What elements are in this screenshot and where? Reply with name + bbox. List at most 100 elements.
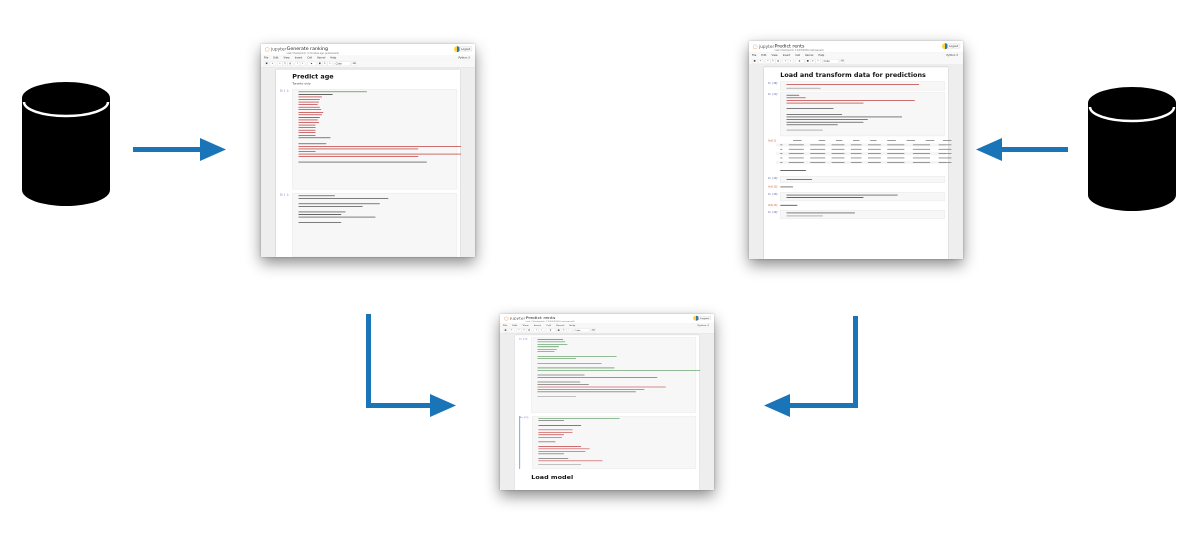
logout-button[interactable]: Logout xyxy=(947,43,961,49)
menu-insert[interactable]: Insert xyxy=(294,56,303,60)
code-cell[interactable]: In [10]: xyxy=(768,81,946,91)
restart-icon[interactable]: ↻ xyxy=(810,59,816,64)
notebook-header: ◯ jupyter Generate ranking Last Checkpoi… xyxy=(261,44,475,56)
menu-view[interactable]: View xyxy=(283,56,290,60)
cell-prompt: In [10]: xyxy=(768,82,779,85)
cell-type-select[interactable]: Code xyxy=(822,59,839,64)
add-cell-icon[interactable]: + xyxy=(757,59,764,64)
move-down-icon[interactable]: ↓ xyxy=(538,328,545,333)
menu-file[interactable]: File xyxy=(263,56,269,60)
add-cell-icon[interactable]: + xyxy=(269,61,276,66)
cell-type-select[interactable]: Code xyxy=(334,61,351,66)
keyboard-icon[interactable]: ⌨ xyxy=(839,59,845,64)
restart-icon[interactable]: ↻ xyxy=(322,61,328,66)
code-editor[interactable] xyxy=(780,92,946,137)
fast-forward-icon[interactable]: » xyxy=(815,59,821,64)
cut-icon[interactable]: ✂ xyxy=(516,328,522,333)
elbow-arrow-left-to-bottom xyxy=(366,314,456,417)
menu-help[interactable]: Help xyxy=(569,324,576,327)
code-cell[interactable]: In [11]: xyxy=(768,92,946,137)
code-editor[interactable] xyxy=(292,193,458,257)
fast-forward-icon[interactable]: » xyxy=(566,328,572,333)
cell-prompt: In [13]: xyxy=(768,193,779,196)
output-prompt: Out[12]: xyxy=(768,185,779,189)
code-editor[interactable] xyxy=(531,337,701,413)
logout-button[interactable]: Logout xyxy=(698,316,712,320)
paste-icon[interactable]: ▤ xyxy=(287,61,293,66)
code-editor[interactable] xyxy=(780,210,946,219)
menu-help[interactable]: Help xyxy=(330,56,337,60)
menu-edit[interactable]: Edit xyxy=(761,53,767,57)
markdown-heading: Load model xyxy=(531,474,574,481)
restart-icon[interactable]: ↻ xyxy=(561,328,567,333)
kernel-badge: Python 3 xyxy=(697,324,709,327)
notebook-title[interactable]: Generate ranking xyxy=(286,46,328,52)
copy-icon[interactable]: ⎘ xyxy=(521,328,527,333)
menu-file[interactable]: File xyxy=(751,53,757,57)
cut-icon[interactable]: ✂ xyxy=(277,61,283,66)
copy-icon[interactable]: ⎘ xyxy=(282,61,288,66)
code-editor[interactable] xyxy=(532,416,697,469)
cell-prompt: In [ ]: xyxy=(280,90,290,93)
paste-icon[interactable]: ▤ xyxy=(526,328,532,333)
code-cell[interactable]: In [14]: xyxy=(768,210,946,219)
fast-forward-icon[interactable]: » xyxy=(327,61,333,66)
code-editor[interactable] xyxy=(780,176,946,183)
stop-icon[interactable]: ■ xyxy=(556,328,562,333)
code-editor[interactable] xyxy=(292,89,462,190)
menu-help[interactable]: Help xyxy=(818,53,825,57)
save-icon[interactable]: ■ xyxy=(263,61,270,66)
menu-view[interactable]: View xyxy=(522,324,529,327)
code-cell[interactable]: In [13]: xyxy=(768,192,946,202)
code-cell[interactable]: In [ ]: xyxy=(280,89,462,190)
run-button[interactable]: ▶ xyxy=(546,328,556,333)
keyboard-icon[interactable]: ⌨ xyxy=(590,328,596,333)
menu-insert[interactable]: Insert xyxy=(533,324,542,327)
add-cell-icon[interactable]: + xyxy=(508,328,515,333)
logout-button[interactable]: Logout xyxy=(459,46,473,52)
code-editor[interactable] xyxy=(780,192,946,202)
stop-icon[interactable]: ■ xyxy=(317,61,323,66)
code-cell-selected[interactable]: In [2]: xyxy=(519,416,697,469)
stop-icon[interactable]: ■ xyxy=(805,59,811,64)
notebook-title[interactable]: Predict rents xyxy=(774,43,805,49)
menu-insert[interactable]: Insert xyxy=(782,53,791,57)
menu-file[interactable]: File xyxy=(502,324,508,327)
cut-icon[interactable]: ✂ xyxy=(765,59,771,64)
menu-cell[interactable]: Cell xyxy=(546,324,552,327)
code-editor[interactable] xyxy=(780,81,946,91)
cell-type-select[interactable]: Code xyxy=(573,328,590,333)
move-down-icon[interactable]: ↓ xyxy=(299,61,306,66)
menu-kernel[interactable]: Kernel xyxy=(317,56,326,60)
database-right-icon xyxy=(1088,87,1176,211)
move-up-icon[interactable]: ↑ xyxy=(533,328,539,333)
move-down-icon[interactable]: ↓ xyxy=(787,59,794,64)
cell-prompt: In [1]: xyxy=(519,337,529,340)
code-cell[interactable]: In [ ]: xyxy=(280,193,458,257)
arrow-right-db-to-notebook xyxy=(976,138,1068,161)
menu-cell[interactable]: Cell xyxy=(795,53,801,57)
menu-edit[interactable]: Edit xyxy=(273,56,279,60)
paste-icon[interactable]: ▤ xyxy=(775,59,781,64)
menu-kernel[interactable]: Kernel xyxy=(556,324,565,327)
copy-icon[interactable]: ⎘ xyxy=(770,59,776,64)
save-icon[interactable]: ■ xyxy=(502,328,509,333)
notebook-title[interactable]: Predict rents xyxy=(525,315,556,321)
cell-prompt: In [12]: xyxy=(768,177,779,180)
menu-cell[interactable]: Cell xyxy=(307,56,313,60)
menu-view[interactable]: View xyxy=(771,53,778,57)
code-cell[interactable]: In [1]: xyxy=(519,337,701,413)
menu-kernel[interactable]: Kernel xyxy=(805,53,814,57)
keyboard-icon[interactable]: ⌨ xyxy=(351,61,357,66)
save-icon[interactable]: ■ xyxy=(751,59,758,64)
cell-prompt: In [ ]: xyxy=(280,193,290,197)
code-cell[interactable]: In [12]: xyxy=(768,176,946,183)
run-button[interactable]: ▶ xyxy=(307,61,317,66)
notebook-page: Predict age Toronto only In [ ]: xyxy=(275,69,462,257)
database-left-icon xyxy=(22,82,110,206)
checkpoint-status: Last Checkpoint: 11/03/2020 (autosaved) xyxy=(774,48,824,52)
run-button[interactable]: ▶ xyxy=(795,59,805,64)
menu-edit[interactable]: Edit xyxy=(512,324,518,327)
move-up-icon[interactable]: ↑ xyxy=(782,59,788,64)
move-up-icon[interactable]: ↑ xyxy=(294,61,300,66)
